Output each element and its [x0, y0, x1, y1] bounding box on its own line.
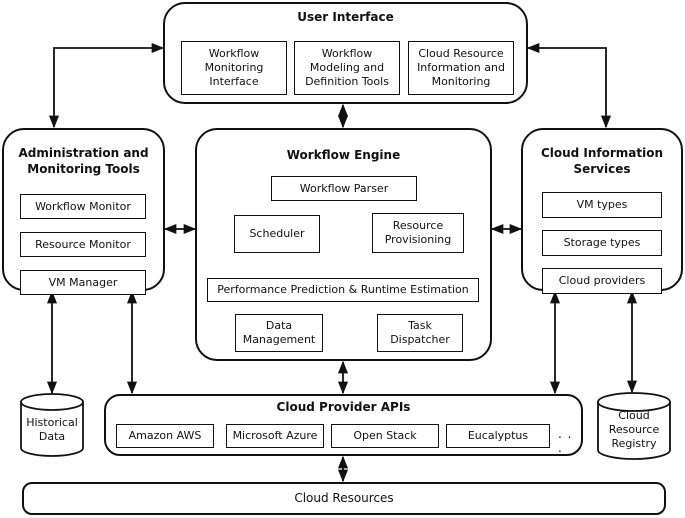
workflow-engine-group: Workflow Engine Workflow Parser Schedule…: [195, 128, 492, 361]
resource-monitor-box: Resource Monitor: [20, 232, 146, 257]
cloud-apis-title: Cloud Provider APIs: [276, 400, 411, 414]
resource-provisioning-box: Resource Provisioning: [372, 213, 464, 253]
workflow-parser-box: Workflow Parser: [271, 176, 417, 201]
cloud-registry-cylinder: [597, 392, 671, 460]
cloud-providers-box: Cloud providers: [542, 268, 662, 294]
data-management-box: Data Management: [235, 314, 323, 352]
cloud-info-group: Cloud Information Services VM types Stor…: [521, 128, 683, 294]
cloud-registry-label: Cloud Resource Registry: [608, 409, 660, 450]
storage-types-box: Storage types: [542, 230, 662, 256]
more-providers-ellipsis: . . .: [558, 427, 573, 455]
cloud-info-title: Cloud Information Services: [540, 146, 664, 176]
workflow-monitor-box: Workflow Monitor: [20, 194, 146, 219]
microsoft-azure-box: Microsoft Azure: [226, 424, 324, 448]
workflow-engine-title: Workflow Engine: [286, 148, 401, 162]
user-interface-group: User Interface Workflow Monitoring Inter…: [163, 2, 528, 104]
scheduler-box: Scheduler: [234, 215, 320, 253]
vm-manager-box: VM Manager: [20, 270, 146, 295]
user-interface-title: User Interface: [297, 10, 394, 24]
arrow-ui-admin: [48, 42, 165, 129]
open-stack-box: Open Stack: [331, 424, 439, 448]
arrow-ui-cloudinfo: [526, 42, 612, 129]
performance-prediction-box: Performance Prediction & Runtime Estimat…: [207, 278, 479, 302]
workflow-monitoring-interface-box: Workflow Monitoring Interface: [181, 41, 287, 95]
historical-data-label: Historical Data: [26, 416, 78, 443]
admin-tools-title: Administration and Monitoring Tools: [18, 146, 149, 176]
vm-types-box: VM types: [542, 192, 662, 218]
cloud-resources-bar: Cloud Resources: [22, 482, 666, 515]
task-dispatcher-box: Task Dispatcher: [377, 314, 463, 352]
cloud-resource-info-box: Cloud Resource Information and Monitorin…: [408, 41, 514, 95]
amazon-aws-box: Amazon AWS: [116, 424, 214, 448]
cloud-apis-group: Cloud Provider APIs Amazon AWS Microsoft…: [104, 394, 583, 456]
eucalyptus-box: Eucalyptus: [446, 424, 550, 448]
workflow-modeling-tools-box: Workflow Modeling and Definition Tools: [294, 41, 400, 95]
admin-tools-group: Administration and Monitoring Tools Work…: [2, 128, 165, 295]
